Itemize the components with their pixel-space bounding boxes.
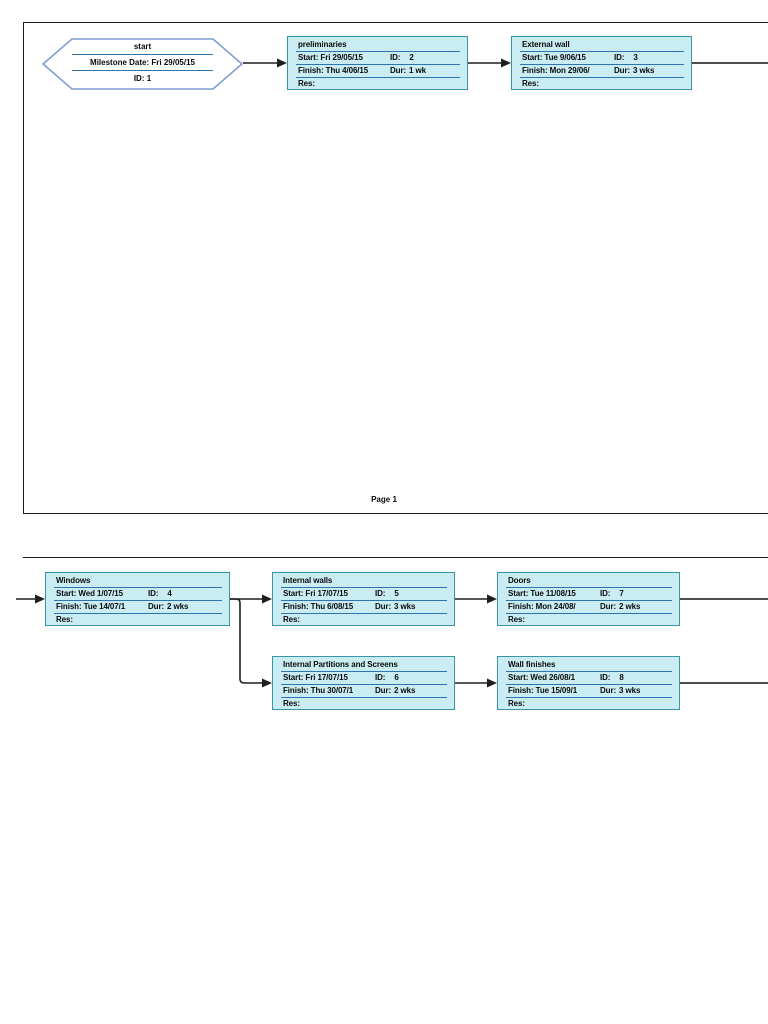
row-separator [506,697,672,698]
resources-field: Res: [56,615,73,624]
resources-field: Res: [298,79,315,88]
duration-field: Dur:3 wks [614,66,655,75]
start-field: Start: Wed 1/07/15 [56,589,123,598]
arrowhead-external-wall [501,58,511,68]
milestone-id: ID: 1 [133,74,152,83]
row-separator [281,697,447,698]
duration-field: Dur:2 wks [375,686,416,695]
resources-field: Res: [522,79,539,88]
row-separator [54,600,222,601]
milestone-separator [72,70,213,71]
resources-field: Res: [508,699,525,708]
duration-field: Dur:3 wks [375,602,416,611]
milestone-node-start: start Milestone Date: Fri 29/05/15 ID: 1 [42,38,243,90]
row-separator [506,684,672,685]
task-name: Internal walls [283,576,333,585]
page2-top-border [23,557,768,558]
finish-field: Finish: Mon 29/06/ [522,66,590,75]
arrowhead-preliminaries [277,58,287,68]
duration-field: Dur:1 wk [390,66,426,75]
row-separator [506,600,672,601]
row-separator [520,64,684,65]
milestone-title: start [133,42,152,51]
task-node-windows: Windows Start: Wed 1/07/15 ID:4 Finish: … [45,572,230,626]
finish-field: Finish: Mon 24/08/ [508,602,576,611]
task-name: Wall finishes [508,660,556,669]
arrowhead-doors [487,594,497,604]
row-separator [281,587,447,588]
task-node-external-wall: External wall Start: Tue 9/06/15 ID:3 Fi… [511,36,692,90]
row-separator [520,51,684,52]
id-field: ID:7 [600,589,624,598]
finish-field: Finish: Tue 14/07/1 [56,602,126,611]
task-node-preliminaries: preliminaries Start: Fri 29/05/15 ID:2 F… [287,36,468,90]
milestone-separator [72,54,213,55]
finish-field: Finish: Tue 15/09/1 [508,686,578,695]
resources-field: Res: [283,699,300,708]
row-separator [506,613,672,614]
row-separator [281,684,447,685]
resources-field: Res: [283,615,300,624]
row-separator [296,64,460,65]
page1-border [23,22,768,514]
start-field: Start: Fri 29/05/15 [298,53,363,62]
row-separator [506,587,672,588]
task-name: preliminaries [298,40,347,49]
duration-field: Dur:2 wks [148,602,189,611]
id-field: ID:4 [148,589,172,598]
hexagon-shape [42,38,243,90]
arrowhead-partitions [262,678,272,688]
id-field: ID:3 [614,53,638,62]
row-separator [54,613,222,614]
duration-field: Dur:2 wks [600,602,641,611]
row-separator [296,51,460,52]
task-name: Windows [56,576,91,585]
start-field: Start: Tue 11/08/15 [508,589,576,598]
id-field: ID:2 [390,53,414,62]
start-field: Start: Tue 9/06/15 [522,53,586,62]
arrowhead-internal-walls [262,594,272,604]
page1-footer-label: Page 1 [371,495,397,504]
start-field: Start: Fri 17/07/15 [283,589,348,598]
start-field: Start: Fri 17/07/15 [283,673,348,682]
row-separator [506,671,672,672]
row-separator [54,587,222,588]
resources-field: Res: [508,615,525,624]
task-node-doors: Doors Start: Tue 11/08/15 ID:7 Finish: M… [497,572,680,626]
milestone-date: Milestone Date: Fri 29/05/15 [90,58,195,67]
start-field: Start: Wed 26/08/1 [508,673,575,682]
id-field: ID:6 [375,673,399,682]
task-name: External wall [522,40,570,49]
finish-field: Finish: Thu 6/08/15 [283,602,354,611]
task-name: Internal Partitions and Screens [283,660,398,669]
task-node-internal-walls: Internal walls Start: Fri 17/07/15 ID:5 … [272,572,455,626]
task-name: Doors [508,576,531,585]
row-separator [281,613,447,614]
task-node-wall-finishes: Wall finishes Start: Wed 26/08/1 ID:8 Fi… [497,656,680,710]
finish-field: Finish: Thu 30/07/1 [283,686,354,695]
row-separator [281,600,447,601]
duration-field: Dur:3 wks [600,686,641,695]
arrowhead-windows [35,594,45,604]
connector-windows-to-partitions [230,598,263,684]
task-node-internal-partitions-and-screens: Internal Partitions and Screens Start: F… [272,656,455,710]
row-separator [520,77,684,78]
row-separator [281,671,447,672]
finish-field: Finish: Thu 4/06/15 [298,66,369,75]
id-field: ID:5 [375,589,399,598]
arrowhead-wall-finishes [487,678,497,688]
row-separator [296,77,460,78]
id-field: ID:8 [600,673,624,682]
